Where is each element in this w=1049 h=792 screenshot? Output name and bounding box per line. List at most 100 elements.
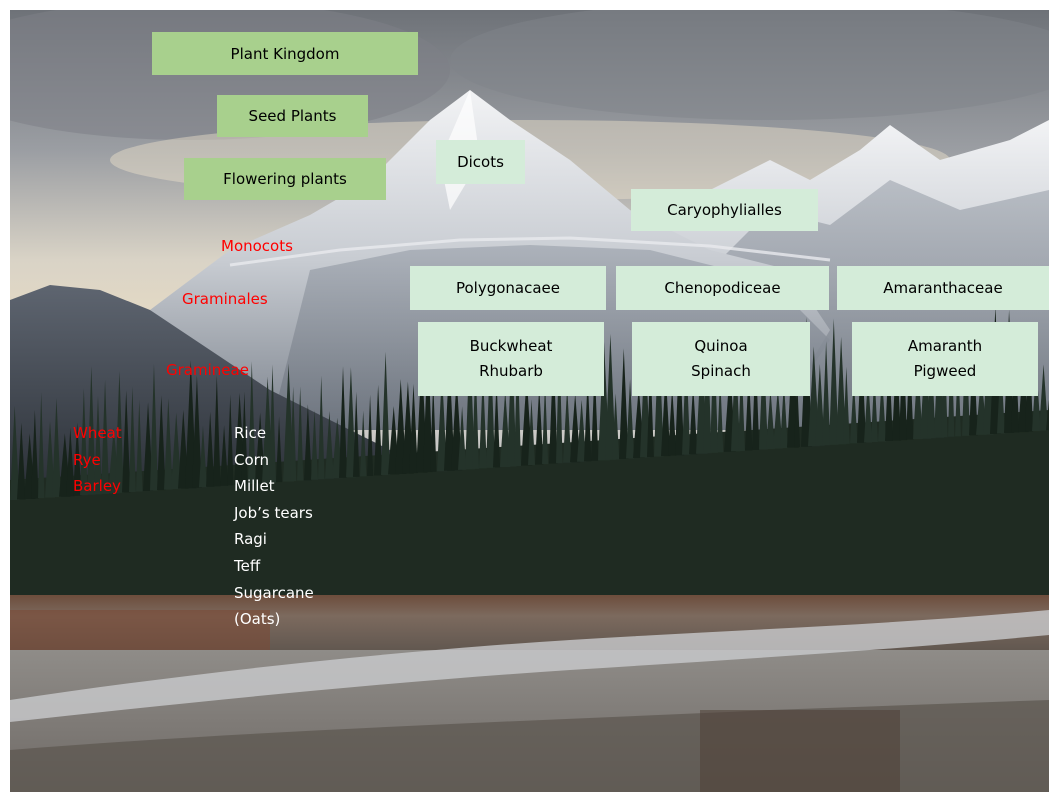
tree-shape	[843, 366, 850, 444]
polygonacaee-label: Polygonacaee	[455, 279, 561, 297]
tree-shape	[227, 394, 234, 486]
tree-shape	[472, 361, 480, 469]
tree-shape	[682, 352, 691, 455]
tree-shape	[31, 409, 39, 499]
tree-shape	[479, 371, 487, 469]
tree-shape	[619, 348, 629, 459]
tree-shape	[675, 343, 685, 456]
gramineae-label: Gramineae	[166, 361, 249, 379]
chenopodiceae-crops-box: Quinoa Spinach	[632, 322, 810, 396]
tree-shape	[577, 399, 587, 462]
tree-shape	[563, 387, 572, 463]
tree-shape	[878, 373, 886, 442]
tree-shape	[220, 425, 229, 486]
tree-shape	[73, 422, 82, 496]
tree-shape	[311, 410, 318, 480]
flowering-plants-box: Flowering plants	[184, 158, 386, 200]
tree-shape	[409, 384, 418, 474]
tree-shape	[430, 380, 437, 472]
grain-item: Corn	[234, 450, 270, 469]
tree-shape	[367, 394, 374, 476]
crop-label: Buckwheat	[469, 337, 553, 355]
dicots-box: Dicots	[436, 140, 525, 184]
tree-shape	[493, 380, 501, 468]
slide: Plant Kingdom Seed Plants Flowering plan…	[10, 10, 1049, 792]
tree-shape	[444, 358, 455, 471]
tree-shape	[549, 351, 558, 464]
tree-shape	[143, 402, 154, 492]
tree-shape	[773, 388, 783, 449]
tree-shape	[689, 384, 698, 455]
tree-shape	[206, 411, 215, 487]
tree-shape	[213, 374, 221, 487]
tree-shape	[780, 381, 788, 449]
chenopodiceae-label: Chenopodiceae	[664, 279, 781, 297]
tree-shape	[647, 356, 654, 458]
tree-shape	[353, 391, 360, 477]
seed-plants-label: Seed Plants	[248, 107, 337, 125]
caryophylialles-box: Caryophylialles	[631, 189, 818, 231]
grain-item: Wheat	[73, 424, 122, 442]
tree-shape	[66, 427, 75, 497]
flowering-plants-label: Flowering plants	[223, 170, 347, 188]
crop-label: Rhubarb	[479, 362, 543, 380]
tree-shape	[759, 343, 768, 450]
tree-shape	[437, 372, 447, 472]
seed-plants-box: Seed Plants	[217, 95, 368, 137]
tree-shape	[738, 358, 745, 451]
tree-shape	[542, 381, 549, 465]
landscape-background	[10, 10, 1049, 792]
tree-shape	[318, 375, 325, 480]
tree-shape	[346, 367, 356, 478]
amaranthaceae-box: Amaranthaceae	[837, 266, 1049, 310]
tree-shape	[528, 399, 535, 466]
tree-shape	[815, 364, 825, 446]
tree-shape	[458, 406, 467, 470]
grain-item: Ragi	[234, 530, 267, 549]
tree-shape	[255, 412, 266, 484]
tree-shape	[871, 371, 878, 442]
tree-shape	[381, 351, 391, 476]
chenopodiceae-box: Chenopodiceae	[616, 266, 829, 310]
tree-shape	[612, 393, 620, 460]
grain-item: Job’s tears	[234, 503, 313, 522]
grain-item: (Oats)	[234, 610, 281, 629]
tree-shape	[535, 387, 544, 465]
tree-shape	[94, 396, 102, 495]
tree-shape	[794, 375, 801, 448]
tree-shape	[157, 395, 166, 491]
tree-shape	[885, 352, 893, 442]
tree-shape	[171, 412, 182, 490]
tree-shape	[199, 425, 207, 488]
dicots-label: Dicots	[457, 153, 504, 171]
tree-shape	[766, 389, 775, 450]
tree-shape	[822, 341, 831, 446]
tree-shape	[276, 416, 283, 483]
tree-shape	[136, 399, 143, 492]
tree-shape	[10, 405, 20, 500]
amaranthaceae-label: Amaranthaceae	[883, 279, 1003, 297]
tree-shape	[836, 336, 847, 445]
tree-shape	[297, 386, 304, 481]
amaranthaceae-crops-box: Amaranth Pigweed	[852, 322, 1038, 396]
tree-shape	[374, 384, 383, 476]
tree-shape	[486, 340, 496, 468]
tree-shape	[115, 371, 124, 493]
tree-shape	[164, 398, 173, 490]
tree-shape	[248, 361, 256, 484]
tree-shape	[325, 411, 334, 479]
tree-shape	[122, 390, 131, 493]
tree-shape	[570, 393, 581, 463]
tree-shape	[87, 365, 96, 495]
polygonacaee-box: Polygonacaee	[410, 266, 606, 310]
tree-shape	[717, 375, 724, 453]
tree-shape	[52, 397, 61, 498]
tree-shape	[101, 379, 110, 494]
tree-shape	[45, 421, 56, 498]
tree-shape	[626, 379, 635, 459]
monocots-label: Monocots	[221, 237, 293, 255]
tree-shape	[731, 348, 741, 452]
tree-shape	[360, 410, 367, 477]
tree-shape	[514, 347, 522, 467]
tree-shape	[465, 340, 475, 470]
